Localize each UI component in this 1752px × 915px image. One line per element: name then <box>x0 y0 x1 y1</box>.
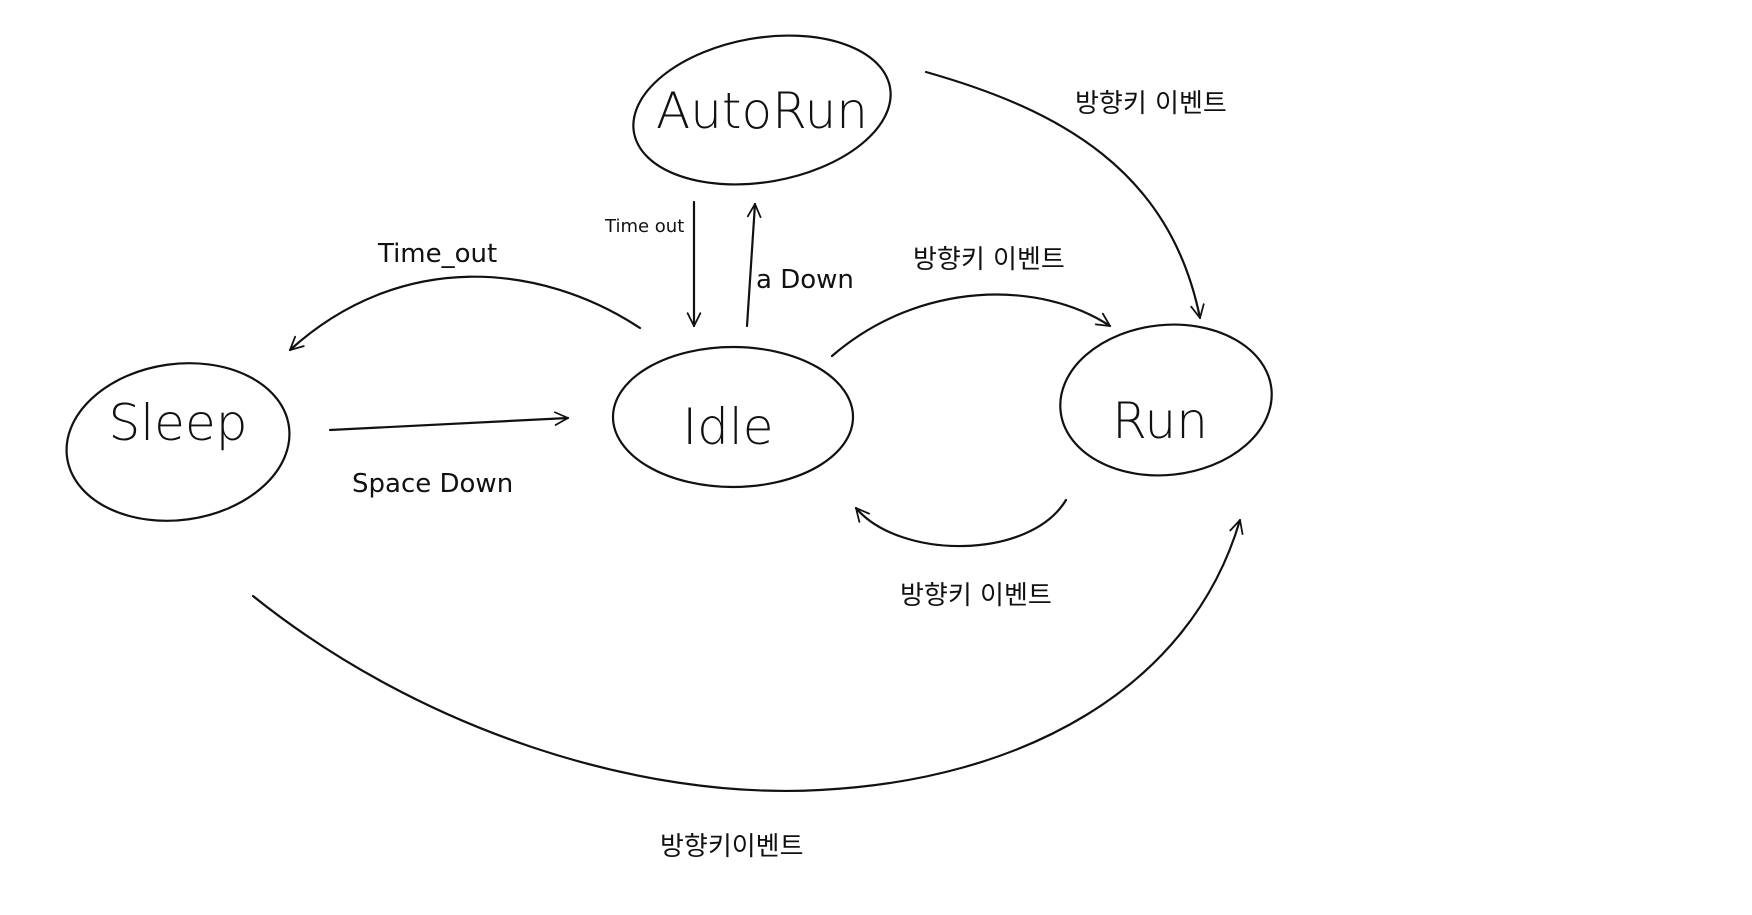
transition-idle-to-run <box>830 293 1112 358</box>
state-sleep-label: Sleep <box>109 394 248 452</box>
state-autorun: AutoRun <box>632 34 892 186</box>
transition-idle-to-autorun-label: a Down <box>756 265 854 295</box>
state-run-label: Run <box>1112 392 1208 450</box>
state-sleep: Sleep <box>65 362 291 522</box>
transition-run-to-idle <box>854 498 1068 548</box>
state-run-shape <box>1059 323 1273 477</box>
state-idle-shape <box>611 345 855 489</box>
transition-sleep-to-idle-label: Space Down <box>352 469 513 499</box>
transition-autorun-to-run <box>924 70 1205 320</box>
state-run: Run <box>1059 323 1273 477</box>
transition-idle-to-run-label: 방향키 이벤트 <box>913 245 1065 275</box>
state-autorun-shape <box>632 34 892 186</box>
transition-idle-to-autorun <box>745 202 762 328</box>
transition-autorun-to-run-label: 방향키 이벤트 <box>1075 89 1227 119</box>
state-sleep-shape <box>65 362 291 522</box>
state-idle: Idle <box>611 345 855 489</box>
state-idle-label: Idle <box>682 398 773 456</box>
transition-sleep-to-idle <box>328 411 570 432</box>
transition-sleep-to-run <box>251 518 1244 792</box>
state-autorun-label: AutoRun <box>656 82 868 140</box>
transition-sleep-to-run-label: 방향키이벤트 <box>660 832 804 862</box>
transition-autorun-to-idle-label: Time out <box>604 216 684 237</box>
transition-idle-to-sleep-label: Time_out <box>377 239 497 269</box>
transition-idle-to-sleep <box>288 275 642 352</box>
transition-run-to-idle-label: 방향키 이벤트 <box>900 581 1052 611</box>
